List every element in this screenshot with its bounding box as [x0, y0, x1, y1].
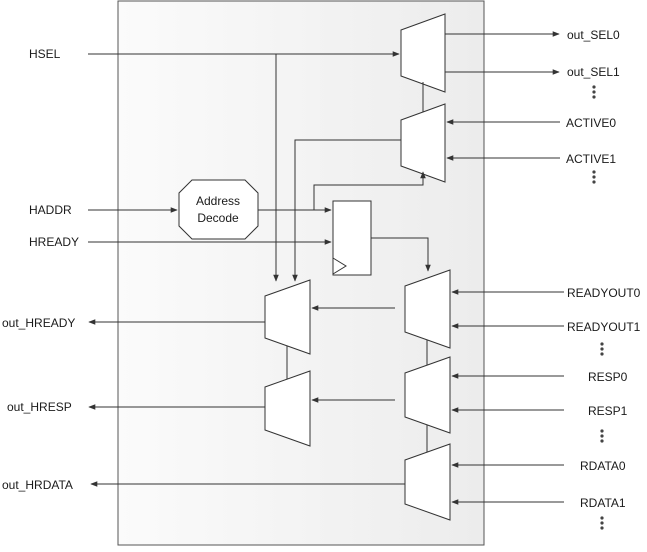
address-decode-label-line2: Decode [197, 211, 239, 225]
haddr-label: HADDR [29, 203, 72, 217]
readyout1-label: READYOUT1 [567, 320, 641, 334]
out-hrdata-label: out_HRDATA [2, 478, 73, 492]
register-to-readyout-mux-wire [371, 237, 431, 272]
hsel-label: HSEL [29, 47, 61, 61]
hready-label: HREADY [29, 235, 79, 249]
rdata1-label: RDATA1 [580, 496, 626, 510]
out-hresp-label: out_HRESP [7, 400, 72, 414]
readyout0-label: READYOUT0 [567, 286, 641, 300]
active-to-hready-mux-wire [292, 139, 401, 282]
readyout-mux [404, 269, 451, 349]
active0-label: ACTIVE0 [566, 116, 616, 130]
active-more-dots [592, 170, 596, 184]
resp-more-dots [600, 429, 604, 443]
register-block [332, 200, 372, 276]
active-mux [400, 103, 446, 183]
resp-mux [404, 356, 451, 434]
address-decode-block [178, 179, 259, 240]
decode-to-active-mux-wire [313, 171, 426, 210]
address-decode-label-line1: Address [196, 194, 240, 208]
out-sel1-label: out_SEL1 [567, 65, 620, 79]
clock-symbol [332, 257, 347, 275]
out-sel-more-dots [592, 85, 596, 99]
rdata-more-dots [600, 516, 604, 530]
hresp-out-mux [264, 370, 311, 447]
hready-out-mux [264, 279, 311, 355]
rdata0-label: RDATA0 [580, 459, 626, 473]
out-sel0-label: out_SEL0 [567, 28, 620, 42]
readyout-more-dots [600, 342, 604, 356]
rdata-mux [404, 443, 451, 521]
resp0-label: RESP0 [588, 370, 628, 384]
sel-mux [400, 13, 446, 93]
resp1-label: RESP1 [588, 404, 628, 418]
active1-label: ACTIVE1 [566, 152, 616, 166]
out-hready-label: out_HREADY [2, 316, 75, 330]
